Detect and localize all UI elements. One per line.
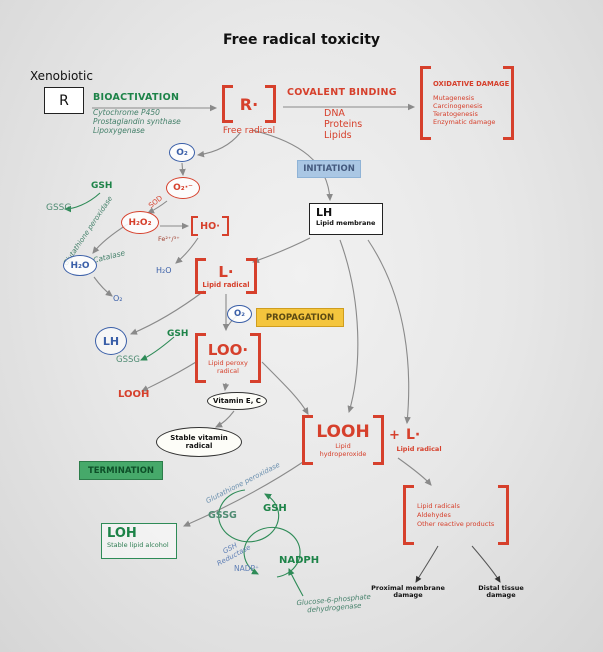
free-radical-label: Free radical xyxy=(222,126,276,136)
propagation-stage-box: PROPAGATION xyxy=(256,308,344,327)
hydroxyl-radical-bracket: HO· xyxy=(191,216,229,236)
proximal-damage-line-1: Proximal membrane xyxy=(371,584,445,592)
target-lipids: Lipids xyxy=(324,130,352,141)
oxidative-item-enzymatic: Enzymatic damage xyxy=(433,118,496,126)
loh-symbol: LOH xyxy=(107,526,137,541)
hydrogen-peroxide-oval: H₂O₂ xyxy=(121,211,159,234)
lipid-radical-label: Lipid radical xyxy=(202,281,250,289)
target-dna: DNA xyxy=(324,108,345,119)
gssg-label-top: GSSG xyxy=(46,203,72,213)
product-other-reactive: Other reactive products xyxy=(417,519,495,528)
distal-damage-line-2: damage xyxy=(486,591,516,600)
regenerated-lipid-radical-label: Lipid radical xyxy=(396,445,442,453)
membrane-symbol: LH xyxy=(316,206,333,219)
enzyme-cytochrome: Cytochrome P450 xyxy=(93,108,160,117)
stable-vitamin-text-2: radical xyxy=(185,442,213,450)
hydrogen-peroxide-text: H₂O₂ xyxy=(128,217,152,228)
proximal-damage-line-2: damage xyxy=(393,591,423,600)
target-proteins: Proteins xyxy=(324,119,363,130)
water-oval-text: H₂O xyxy=(70,260,90,271)
enzyme-prostaglandin: Prostaglandin synthase xyxy=(93,117,181,126)
green-arrows xyxy=(63,192,304,597)
free-radical-symbol: R· xyxy=(239,94,259,114)
reactive-products-bracket: Lipid radicals Aldehydes Other reactive … xyxy=(403,485,509,545)
lipid-membrane-box: LH Lipid membrane xyxy=(309,203,383,235)
lipid-peroxy-radical-bracket: LOO· Lipid peroxy radical xyxy=(195,333,261,383)
gssg-label-mid: GSSG xyxy=(116,355,140,365)
lipid-radical-symbol: L· xyxy=(218,263,234,281)
distal-damage-label: Distal tissue damage xyxy=(468,584,534,600)
hydroperoxide-symbol: LOOH xyxy=(316,422,370,442)
gssg-label-bottom: GSSG xyxy=(208,510,237,521)
peroxy-radical-label-2: radical xyxy=(217,367,239,375)
hydroxyl-radical-text: HO· xyxy=(200,220,220,232)
peroxy-radical-label-1: Lipid peroxy xyxy=(208,359,248,367)
dark-arrows xyxy=(415,545,501,583)
oxygen-product-label: O₂ xyxy=(113,294,123,303)
oxidative-item-carcinogenesis: Carcinogenesis xyxy=(433,102,483,110)
looh-product-label: LOOH xyxy=(118,389,150,400)
plus-sign: + xyxy=(389,428,400,443)
initiation-stage-box: INITIATION xyxy=(297,160,361,178)
superoxide-text: O₂·⁻ xyxy=(173,183,193,193)
loh-label: Stable lipid alcohol xyxy=(107,541,169,549)
xenobiotic-label: Xenobiotic xyxy=(30,69,93,83)
lipid-hydroperoxide-bracket: LOOH Lipid hydroperoxide xyxy=(302,415,384,465)
vitamin-ec-oval: Vitamin E, C xyxy=(207,392,267,410)
lh-circle-text: LH xyxy=(102,334,120,348)
proximal-damage-label: Proximal membrane damage xyxy=(370,584,446,600)
iron-label: Fe²⁺/³⁺ xyxy=(158,235,180,243)
vitamin-ec-text: Vitamin E, C xyxy=(213,397,261,405)
product-lipid-radicals: Lipid radicals xyxy=(417,501,460,510)
oxidative-damage-heading: OXIDATIVE DAMAGE xyxy=(433,80,510,88)
page-title: Free radical toxicity xyxy=(222,32,381,48)
peroxy-radical-symbol: LOO· xyxy=(207,341,249,359)
hydroperoxide-label-1: Lipid xyxy=(335,442,351,450)
oxygen-text: O₂ xyxy=(176,147,188,158)
gsh-label-bottom: GSH xyxy=(263,503,287,514)
water-product-label: H₂O xyxy=(156,266,172,275)
r-symbol: R xyxy=(59,92,69,109)
oxidative-item-mutagenesis: Mutagenesis xyxy=(433,94,475,102)
initiation-label: INITIATION xyxy=(303,164,355,174)
oxygen-oval-mid: O₂ xyxy=(227,305,252,323)
oxygen-oval: O₂ xyxy=(169,143,195,162)
nadph-label: NADPH xyxy=(279,555,320,566)
xenobiotic-r-box: R xyxy=(44,87,84,114)
product-aldehydes: Aldehydes xyxy=(417,510,451,519)
gsh-label-top: GSH xyxy=(91,181,113,191)
nadp-label: NADP⁺ xyxy=(234,564,259,573)
oxidative-damage-bracket: OXIDATIVE DAMAGE Mutagenesis Carcinogene… xyxy=(420,66,514,140)
bioactivation-heading: BIOACTIVATION xyxy=(93,92,180,103)
lipid-radical-bracket: L· Lipid radical xyxy=(195,258,257,294)
termination-stage-box: TERMINATION xyxy=(79,461,163,480)
covalent-binding-heading: COVALENT BINDING xyxy=(287,87,397,98)
superoxide-oval: O₂·⁻ xyxy=(166,177,200,199)
enzyme-lipoxygenase: Lipoxygenase xyxy=(93,126,145,135)
gsh-label-mid: GSH xyxy=(167,329,189,339)
termination-label: TERMINATION xyxy=(87,465,155,476)
stable-vitamin-radical-oval: Stable vitamin radical xyxy=(156,427,242,457)
hydroperoxide-label-2: hydroperoxide xyxy=(319,450,367,458)
oxygen-mid-text: O₂ xyxy=(234,309,245,319)
regenerated-lipid-radical-symbol: L· xyxy=(406,427,421,443)
oxidative-item-teratogenesis: Teratogenesis xyxy=(433,110,478,118)
water-oval: H₂O xyxy=(63,255,97,276)
lh-circle: LH xyxy=(95,327,127,355)
membrane-label: Lipid membrane xyxy=(316,219,376,227)
loh-box: LOH Stable lipid alcohol xyxy=(101,523,177,559)
distal-damage-line-1: Distal tissue xyxy=(478,584,524,592)
free-radical-bracket: R· xyxy=(222,85,276,123)
propagation-label: PROPAGATION xyxy=(265,312,335,323)
stable-vitamin-text-1: Stable vitamin xyxy=(170,434,228,442)
